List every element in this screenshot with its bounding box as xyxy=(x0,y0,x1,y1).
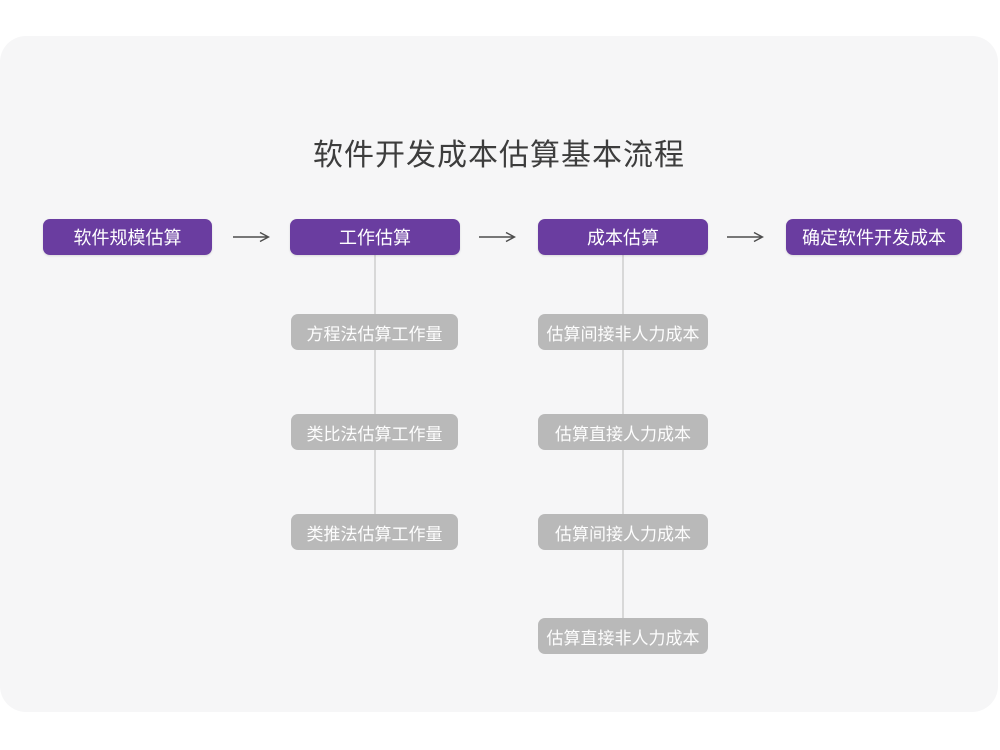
node-analogy-method[interactable]: 类比法估算工作量 xyxy=(291,414,458,450)
node-indirect-nonlabor-cost[interactable]: 估算间接非人力成本 xyxy=(538,314,708,350)
page-title: 软件开发成本估算基本流程 xyxy=(313,139,685,172)
connector-effort-column xyxy=(374,255,376,532)
node-indirect-labor-cost[interactable]: 估算间接人力成本 xyxy=(538,514,708,550)
node-direct-labor-cost[interactable]: 估算直接人力成本 xyxy=(538,414,708,450)
arrow-right-icon xyxy=(233,231,270,243)
node-work-estimation[interactable]: 工作估算 xyxy=(290,219,460,255)
arrow-right-icon xyxy=(727,231,764,243)
flowchart-card: 软件开发成本估算基本流程 软件规模估算 工作估算 成本估算 确定软件开发成本 方… xyxy=(0,36,998,712)
arrow-right-icon xyxy=(479,231,516,243)
node-software-scale-estimation[interactable]: 软件规模估算 xyxy=(43,219,212,255)
node-direct-nonlabor-cost[interactable]: 估算直接非人力成本 xyxy=(538,618,708,654)
node-equation-method[interactable]: 方程法估算工作量 xyxy=(291,314,458,350)
node-determine-dev-cost[interactable]: 确定软件开发成本 xyxy=(786,219,962,255)
node-cost-estimation[interactable]: 成本估算 xyxy=(538,219,708,255)
node-extrapolation-method[interactable]: 类推法估算工作量 xyxy=(291,514,458,550)
